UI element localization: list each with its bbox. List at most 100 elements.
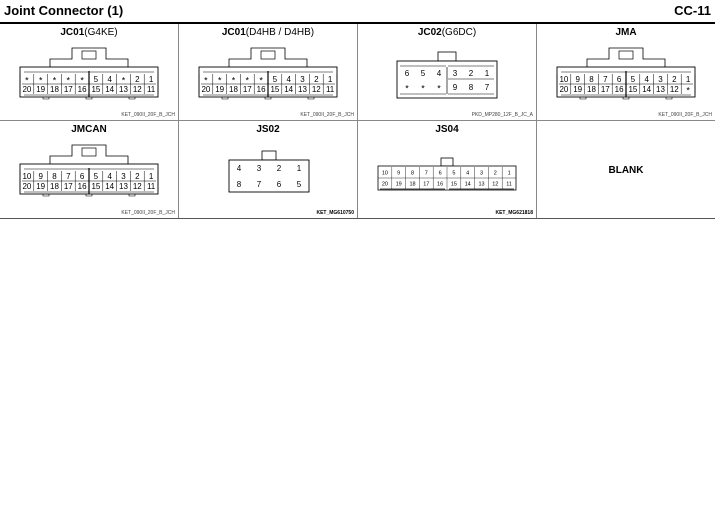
pin-label: * bbox=[25, 75, 29, 85]
pin-label: 19 bbox=[573, 85, 582, 94]
pin-label: * bbox=[232, 75, 236, 85]
latch-key bbox=[260, 50, 276, 60]
pin-label: 13 bbox=[119, 85, 128, 94]
pin-label: 3 bbox=[300, 75, 305, 84]
pin-label: 7 bbox=[257, 180, 262, 189]
pin-label: 15 bbox=[91, 85, 100, 94]
connector-housing bbox=[228, 159, 310, 193]
pin-label: 14 bbox=[642, 85, 651, 94]
pin-label: 14 bbox=[105, 85, 114, 94]
pin-label: 14 bbox=[105, 182, 114, 191]
pin-label: 8 bbox=[589, 75, 594, 84]
pin-label: * bbox=[218, 75, 222, 85]
pin-label: 20 bbox=[22, 85, 31, 94]
latch-key bbox=[618, 50, 634, 60]
page-code: CC-11 bbox=[674, 3, 711, 18]
housing-foot bbox=[307, 97, 315, 100]
pin-label: 2 bbox=[135, 172, 140, 181]
pin-label: 12 bbox=[312, 85, 321, 94]
pin-label: 5 bbox=[297, 180, 302, 189]
pin-label: * bbox=[80, 75, 84, 85]
pin-label: 5 bbox=[273, 75, 278, 84]
housing-foot bbox=[128, 97, 136, 100]
connector-title: JC01(G4KE) bbox=[0, 27, 178, 38]
pin-label: 12 bbox=[133, 182, 142, 191]
blank-label: BLANK bbox=[608, 165, 644, 176]
page-header: Joint Connector (1) CC-11 bbox=[0, 0, 715, 24]
pin-label: 19 bbox=[396, 181, 402, 187]
pin-label: 3 bbox=[121, 172, 126, 181]
pin-label: * bbox=[405, 83, 409, 93]
pin-label: 8 bbox=[411, 170, 414, 176]
pin-label: * bbox=[421, 83, 425, 93]
pin-label: 13 bbox=[478, 181, 484, 187]
pin-label: 3 bbox=[658, 75, 663, 84]
pin-label: 8 bbox=[52, 172, 57, 181]
latch-key bbox=[81, 147, 97, 157]
pin-label: 20 bbox=[22, 182, 31, 191]
pin-label: 2 bbox=[672, 75, 677, 84]
pin-label: 2 bbox=[469, 69, 474, 78]
housing-foot bbox=[622, 97, 630, 100]
housing-foot bbox=[221, 97, 229, 100]
connector-name: JS04 bbox=[435, 124, 459, 135]
part-number: KET_MG621818 bbox=[495, 210, 533, 216]
housing-foot bbox=[665, 97, 673, 100]
pin-label: * bbox=[259, 75, 263, 85]
pin-label: 1 bbox=[485, 69, 490, 78]
pin-label: 18 bbox=[409, 181, 415, 187]
pin-label: 9 bbox=[575, 75, 580, 84]
part-number: KET_090II_20F_B_JCH bbox=[121, 210, 175, 216]
pin-label: 13 bbox=[298, 85, 307, 94]
pin-label: 16 bbox=[78, 85, 87, 94]
pin-label: 7 bbox=[66, 172, 71, 181]
housing-foot bbox=[85, 194, 93, 197]
pin-label: 6 bbox=[277, 180, 282, 189]
pin-label: 1 bbox=[328, 75, 333, 84]
pin-label: * bbox=[204, 75, 208, 85]
pin-label: 19 bbox=[215, 85, 224, 94]
part-number: KET_090II_20F_B_JCH bbox=[658, 112, 712, 118]
pin-label: 1 bbox=[149, 75, 154, 84]
pin-label: 12 bbox=[133, 85, 142, 94]
connector-latch bbox=[49, 144, 129, 164]
pin-label: 18 bbox=[50, 85, 59, 94]
pin-label: * bbox=[122, 75, 126, 85]
pin-label: 9 bbox=[397, 170, 400, 176]
pin-label: 20 bbox=[201, 85, 210, 94]
pin-label: 12 bbox=[492, 181, 498, 187]
pin-label: 18 bbox=[587, 85, 596, 94]
pin-label: * bbox=[39, 75, 43, 85]
connector-name: JMA bbox=[615, 27, 637, 38]
pin-label: 14 bbox=[465, 181, 471, 187]
pin-label: 5 bbox=[94, 75, 99, 84]
pin-label: 18 bbox=[50, 182, 59, 191]
pin-label: 11 bbox=[506, 181, 512, 187]
pin-label: 10 bbox=[22, 172, 31, 181]
connector-name: JS02 bbox=[256, 124, 280, 135]
pin-label: 3 bbox=[480, 170, 483, 176]
pin-label: 17 bbox=[64, 182, 73, 191]
latch-key bbox=[81, 50, 97, 60]
pin-label: 15 bbox=[91, 182, 100, 191]
pin-label: 4 bbox=[107, 75, 112, 84]
pin-label: 15 bbox=[270, 85, 279, 94]
pin-label: 5 bbox=[421, 69, 426, 78]
pin-label: 3 bbox=[257, 164, 262, 173]
connector-title: JS04 bbox=[358, 124, 536, 135]
pin-label: 16 bbox=[78, 182, 87, 191]
connector-latch bbox=[261, 150, 277, 161]
pin-label: 5 bbox=[94, 172, 99, 181]
pin-label: 5 bbox=[452, 170, 455, 176]
